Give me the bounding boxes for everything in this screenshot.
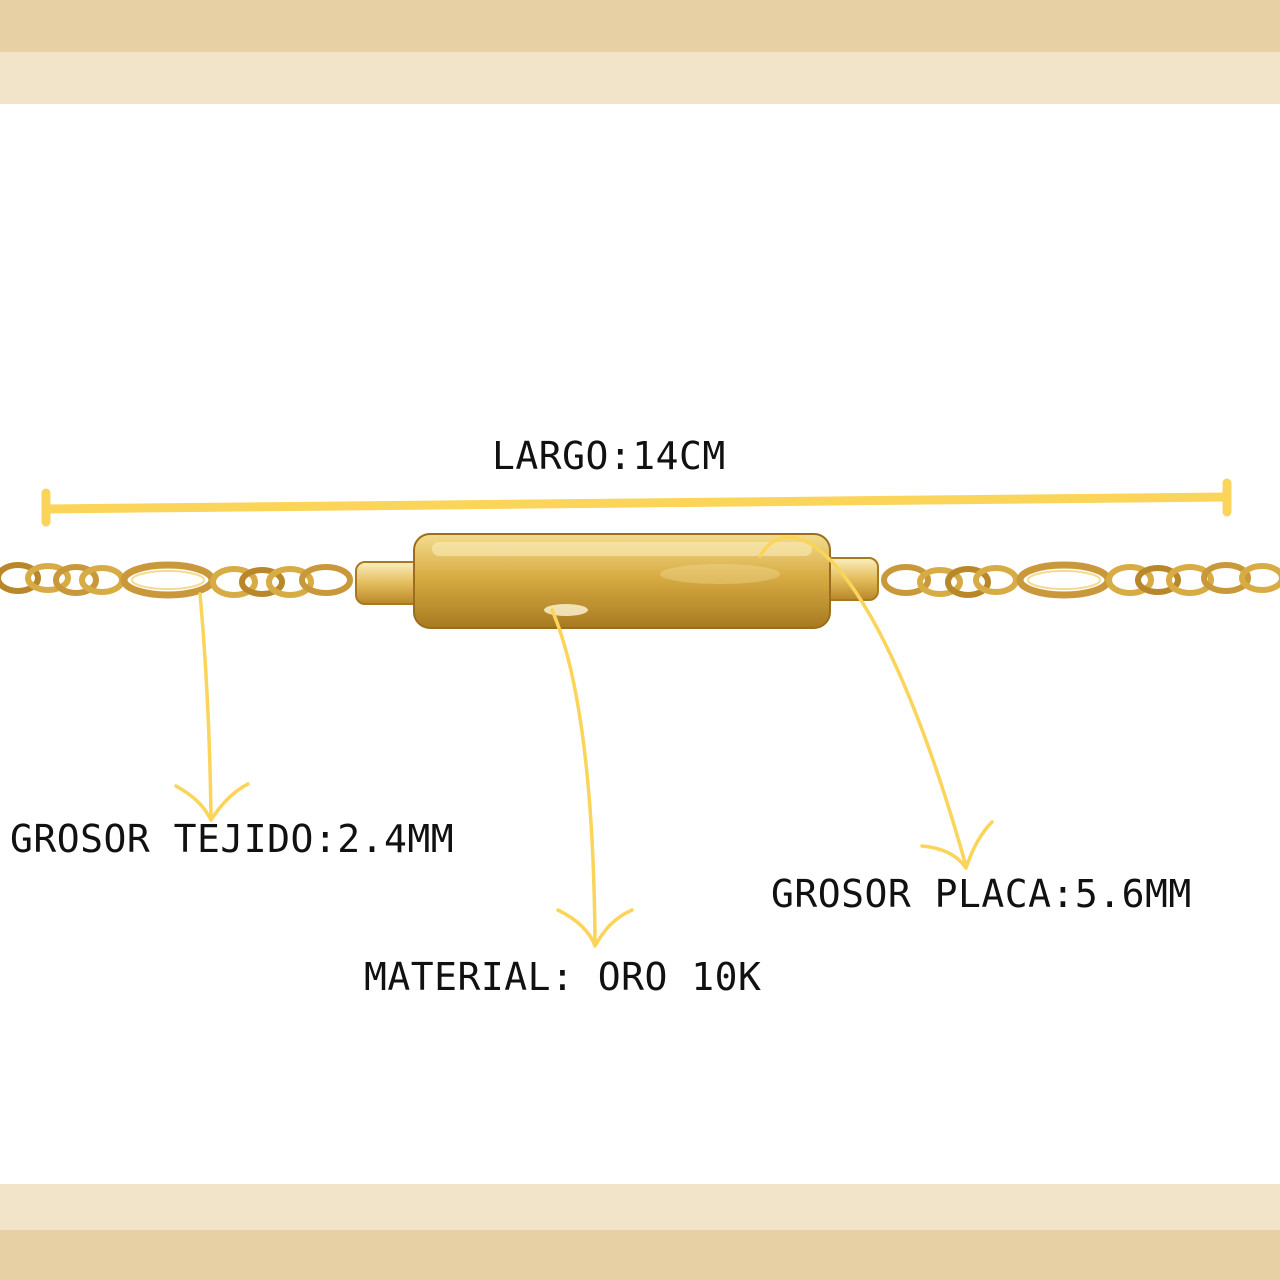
plate-thickness-label: GROSOR PLACA:5.6MM xyxy=(771,872,1192,916)
bottom-band-light xyxy=(0,1184,1280,1230)
length-label: LARGO:14CM xyxy=(492,434,726,478)
id-plate xyxy=(413,533,831,629)
top-band-dark xyxy=(0,0,1280,52)
curved-down-arrow-icon xyxy=(174,592,250,822)
chain-right xyxy=(881,561,1280,599)
chain-left xyxy=(0,561,353,599)
top-band-light xyxy=(0,52,1280,104)
curved-down-arrow-icon xyxy=(758,535,994,870)
curved-down-arrow-icon xyxy=(550,608,634,948)
chain xyxy=(0,561,1280,599)
material-label: MATERIAL: ORO 10K xyxy=(364,955,762,999)
bottom-band-dark xyxy=(0,1230,1280,1280)
dimension-line-icon xyxy=(41,478,1232,527)
chain-thickness-label: GROSOR TEJIDO:2.4MM xyxy=(10,817,455,861)
